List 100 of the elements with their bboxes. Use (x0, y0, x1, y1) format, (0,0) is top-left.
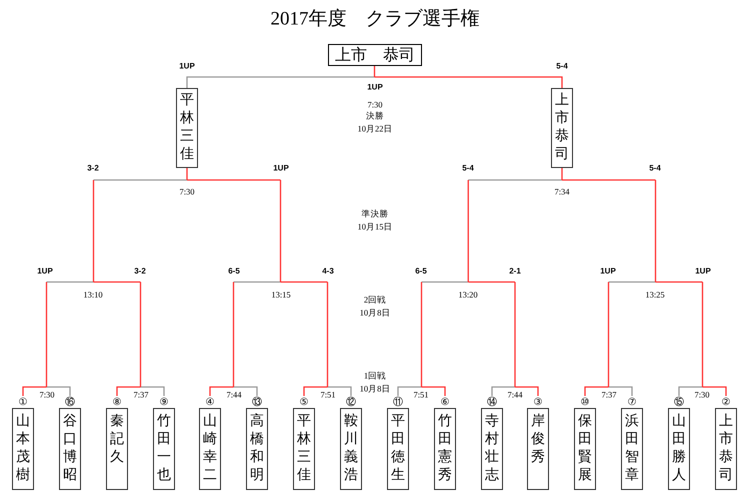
seed-number: ⑮ (674, 397, 684, 408)
match-time: 7:30 (367, 100, 383, 110)
bracket-line (94, 179, 187, 181)
match-date: 10月8日 (360, 384, 390, 394)
match-score: 1UP (367, 84, 383, 92)
seed-number: ⑭ (487, 397, 497, 408)
bracket-line (234, 281, 280, 283)
seed-number: ⑬ (252, 397, 262, 408)
match-time: 13:25 (645, 290, 665, 300)
match-score: 5-4 (649, 164, 661, 174)
bracket-line (562, 179, 656, 181)
seed-number: ⑨ (160, 397, 168, 408)
bracket-line (46, 386, 71, 396)
round-name: 1回戦 (364, 371, 386, 381)
seed-number: ④ (206, 397, 214, 408)
bracket-line (514, 282, 516, 387)
bracket-line (280, 281, 328, 283)
match-time: 13:20 (458, 290, 478, 300)
match-time: 7:51 (413, 390, 429, 400)
match-date: 10月15日 (358, 222, 392, 232)
bracket-line (140, 386, 165, 396)
bracket-line (328, 386, 352, 396)
player-name-card: 山崎幸二 (199, 408, 221, 490)
bracket-line (515, 386, 539, 396)
player-name-card: 平田徳生 (387, 408, 409, 490)
bracket-line (187, 179, 280, 181)
bracket-line (678, 386, 702, 396)
seed-number: ⑦ (628, 397, 636, 408)
bracket-line (468, 281, 515, 283)
player-name-card: 浜田智章 (621, 408, 643, 490)
bracket-line (468, 180, 469, 282)
round-name: 2回戦 (364, 295, 386, 305)
bracket-line (92, 180, 94, 282)
seed-number: ⑥ (440, 397, 450, 408)
bracket-line (374, 76, 563, 88)
bracket-line (422, 281, 468, 283)
round-name: 準決勝 (362, 209, 388, 219)
bracket-line (303, 386, 328, 396)
match-score: 1UP (695, 268, 711, 276)
seed-number: ③ (534, 397, 542, 408)
seed-number: ⑧ (112, 397, 122, 408)
bracket-line (422, 386, 446, 396)
bracket-line (374, 66, 376, 77)
player-name-card: 山本茂樹 (12, 408, 34, 490)
match-time: 7:44 (226, 390, 242, 400)
bracket-line (656, 281, 702, 283)
player-name-card: 上市恭司 (715, 408, 737, 490)
match-time: 7:37 (601, 390, 617, 400)
match-score: 6-5 (415, 268, 427, 276)
match-score: 4-3 (322, 268, 334, 276)
player-name-card: 竹田一也 (153, 408, 175, 490)
player-name-card: 平林三佳 (293, 408, 315, 490)
player-name-card: 秦記久 (106, 408, 128, 490)
match-score: 3-2 (134, 268, 146, 276)
seed-number: ⑯ (65, 397, 75, 408)
player-name-card: 鞍川義浩 (340, 408, 362, 490)
bracket-line (22, 386, 46, 396)
bracket-line (468, 179, 562, 181)
player-name-card: 岸俊秀 (527, 408, 549, 490)
finalist-name-card: 平林三佳 (176, 88, 198, 168)
match-score: 1UP (600, 268, 616, 276)
bracket-line (491, 386, 515, 396)
match-score: 3-2 (87, 164, 99, 174)
match-score: 1UP (37, 268, 53, 276)
match-time: 7:44 (507, 390, 523, 400)
bracket-line (561, 168, 563, 180)
seed-number: ① (18, 397, 28, 408)
bracket-line (397, 386, 422, 396)
player-name-card: 谷口博昭 (59, 408, 81, 490)
match-time: 7:30 (39, 390, 55, 400)
bracket-line (186, 76, 374, 88)
player-name-card: 山田勝人 (668, 408, 690, 490)
match-score: 2-1 (509, 268, 521, 276)
match-score: 1UP (273, 164, 289, 174)
match-score: 1UP (179, 62, 195, 72)
bracket-line (326, 282, 328, 387)
bracket-line (654, 180, 656, 282)
bracket-line (420, 282, 422, 387)
bracket-line (280, 180, 282, 282)
bracket-line (608, 282, 610, 387)
bracket-line (232, 282, 234, 387)
finalist-name-card: 上市恭司 (551, 88, 573, 168)
player-name-card: 保田賢展 (574, 408, 596, 490)
match-time: 13:15 (271, 290, 291, 300)
match-time: 7:37 (133, 390, 149, 400)
bracket-line (46, 281, 94, 283)
diagram-title: 2017年度 クラブ選手権 (270, 10, 480, 30)
match-date: 10月22日 (358, 124, 392, 134)
seed-number: ⑤ (300, 397, 308, 408)
bracket-line (94, 281, 140, 283)
player-name-card: 高橋和明 (246, 408, 268, 490)
bracket-line (140, 282, 142, 387)
player-name-card: 寺村壮志 (481, 408, 503, 490)
seed-number: ⑩ (580, 397, 590, 408)
match-score: 5-4 (556, 62, 568, 72)
seed-number: ② (722, 397, 730, 408)
bracket-line (702, 386, 727, 396)
match-time: 7:30 (694, 390, 710, 400)
bracket-line (46, 282, 48, 387)
match-score: 5-4 (462, 164, 474, 174)
